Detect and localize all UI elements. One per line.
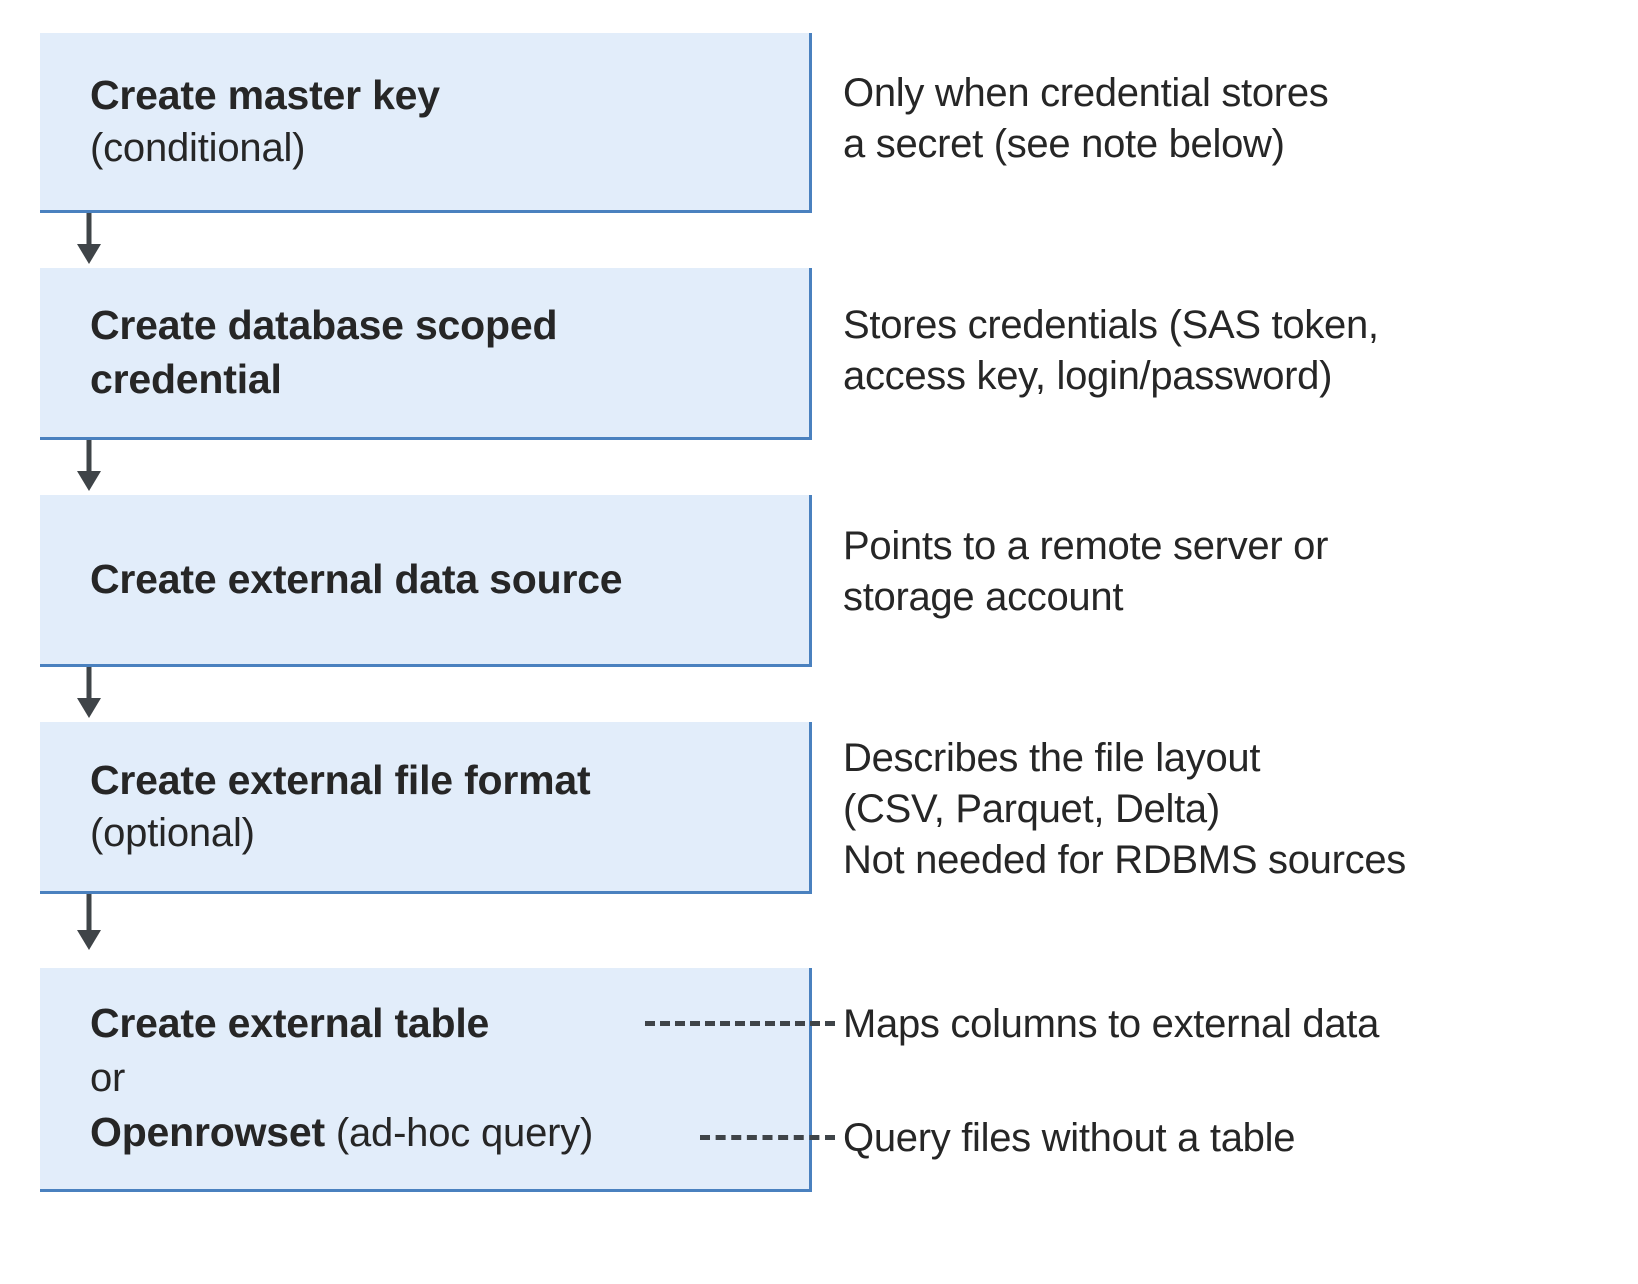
step-title: Create external file format [90,756,591,803]
arrow-down-icon [77,667,101,718]
final-step-rows: Create external table or Openrowset (ad-… [40,968,809,1154]
step-description-create-external-data-source: Points to a remote server or storage acc… [843,524,1329,620]
arrow-connector-1 [70,213,110,268]
arrow-connector-2 [70,440,110,495]
arrow-down-icon [77,894,101,950]
step-title: Create master key [90,71,440,118]
final-description-openrowset: Query files without a table [843,1116,1296,1160]
step-title: Create external data source [90,555,623,602]
dashed-leader-external-table [645,1021,835,1026]
step-subtitle: (optional) [90,811,255,856]
step-text-block: Create external data source [40,553,809,606]
step-text-block: Create external file format (optional) [40,754,809,859]
step-box-create-master-key[interactable]: Create master key (conditional) [40,33,812,213]
step-title: Create database scoped credential [90,302,558,402]
step-subtitle: (conditional) [90,126,306,171]
step-text-block: Create master key (conditional) [40,69,809,174]
step-description-create-external-file-format: Describes the file layout (CSV, Parquet,… [843,736,1406,883]
arrow-connector-3 [70,667,110,722]
step-box-create-database-scoped-credential[interactable]: Create database scoped credential [40,268,812,440]
arrow-down-icon [77,213,101,264]
step-box-create-external-data-source[interactable]: Create external data source [40,495,812,667]
option-separator-or: or [90,1056,126,1101]
step-box-create-external-table-or-openrowset[interactable]: Create external table or Openrowset (ad-… [40,968,812,1192]
step-text-block: Create database scoped credential [40,299,809,406]
option-openrowset-label: Openrowset [90,1109,325,1156]
step-description-create-database-scoped-credential: Stores credentials (SAS token, access ke… [843,303,1379,399]
final-description-external-table: Maps columns to external data [843,1002,1380,1046]
option-openrowset[interactable]: Openrowset (ad-hoc query) [90,1109,809,1156]
step-description-create-master-key: Only when credential stores a secret (se… [843,71,1329,167]
arrow-connector-4 [70,894,110,954]
arrow-down-icon [77,440,101,491]
step-box-create-external-file-format[interactable]: Create external file format (optional) [40,722,812,894]
dashed-leader-openrowset [700,1135,835,1140]
option-create-external-table[interactable]: Create external table [90,1000,490,1046]
option-openrowset-suffix: (ad-hoc query) [324,1111,594,1156]
